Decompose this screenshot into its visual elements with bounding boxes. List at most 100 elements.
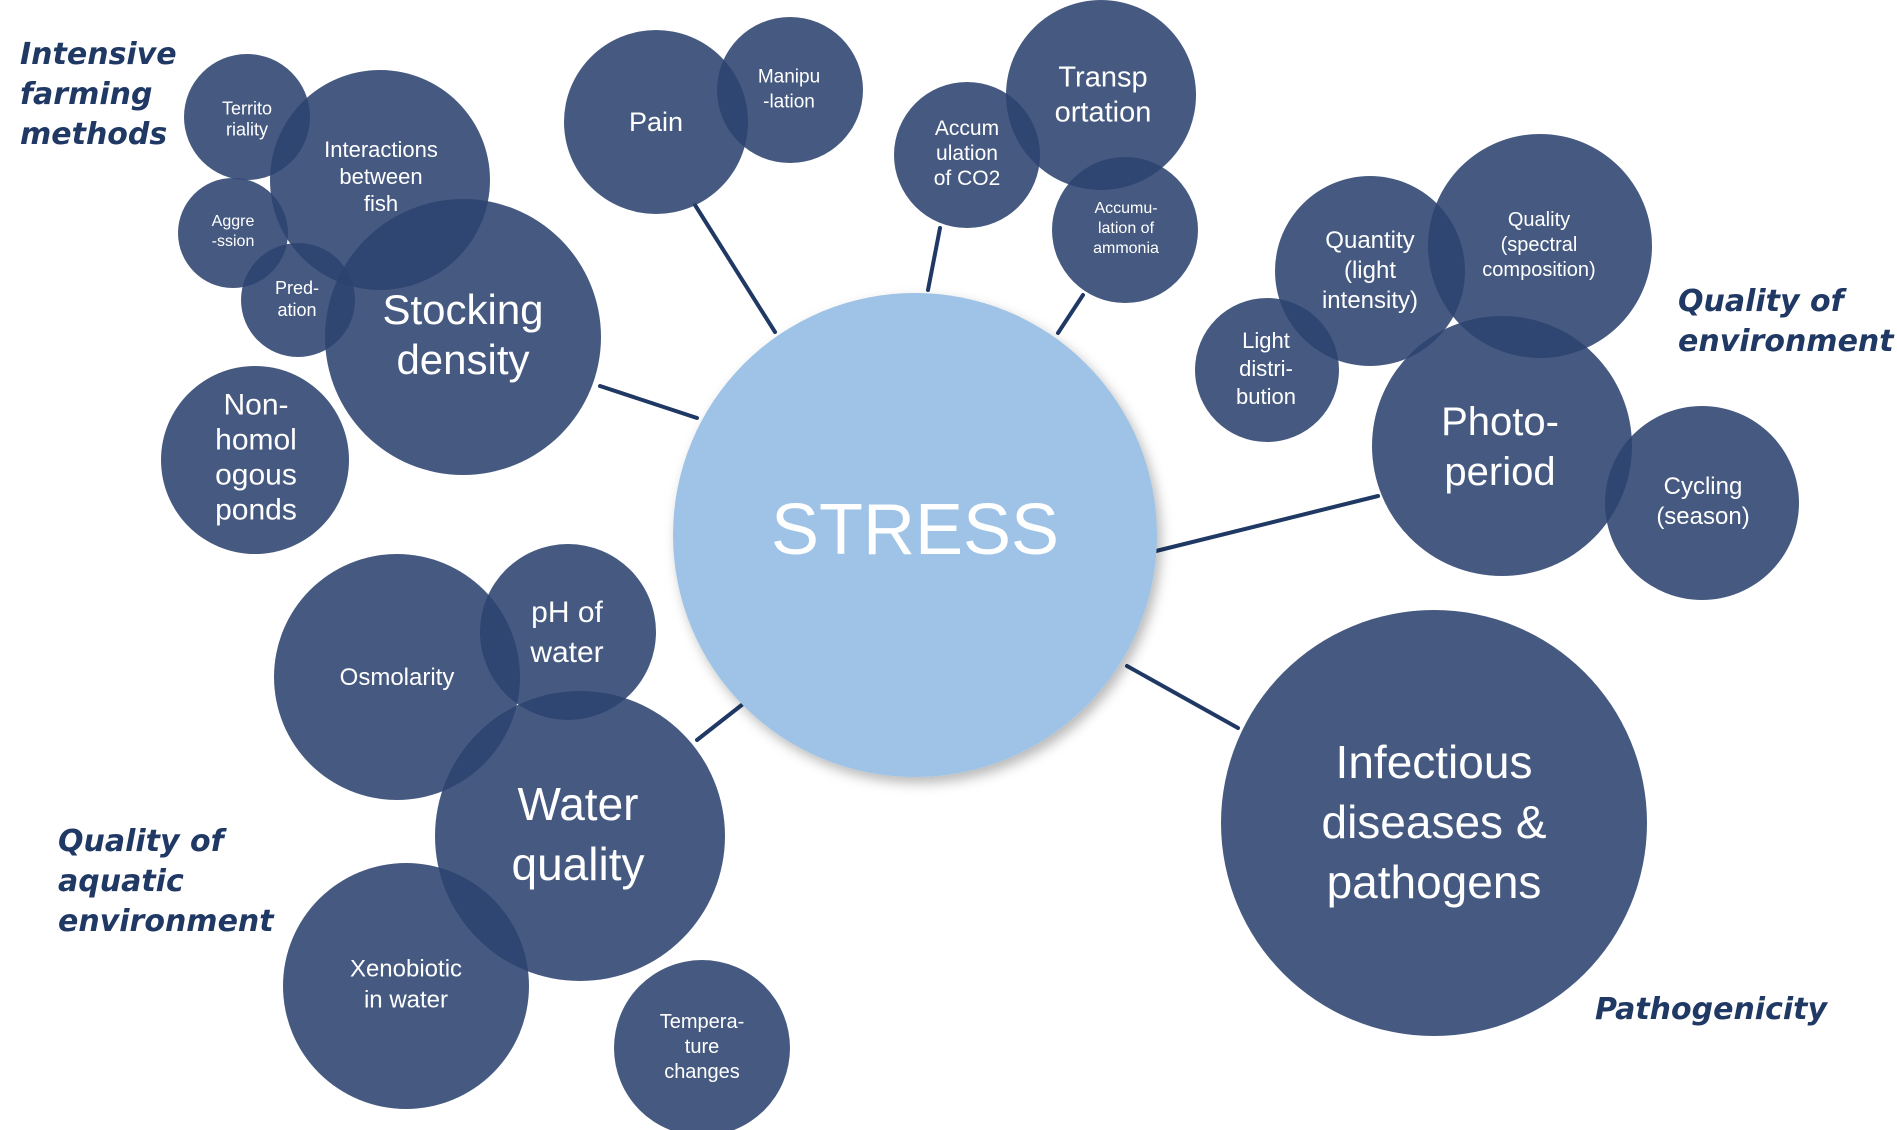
bubble-label-line: Cycling [1664, 473, 1743, 500]
connector-water-quality [695, 702, 745, 742]
bubble-label-line: Non- [223, 388, 288, 421]
bubble-label-line: quality [512, 838, 645, 890]
bubble-label-line: pH of [531, 596, 603, 629]
bubble-label-line: ponds [215, 493, 297, 526]
bubble-label-line: Water [518, 778, 639, 830]
bubble-label-line: Aggre [212, 213, 255, 230]
bubble-label-line: Territo [222, 98, 272, 118]
bubble-label-line: composition) [1482, 259, 1595, 281]
bubble-xenobiotic [283, 863, 529, 1109]
connector-stocking [598, 384, 699, 420]
bubble-label-line: ammonia [1093, 240, 1159, 257]
bubble-label-manipulation: Manipu -lation [758, 67, 820, 113]
bubble-manipulation [717, 17, 863, 163]
bubble-stocking [325, 199, 601, 475]
bubble-transportation [1006, 0, 1196, 190]
bubble-ph [480, 544, 656, 720]
bubble-label-cycling: Cycling (season) [1656, 473, 1749, 530]
bubble-label-temperature: Tempera-ture changes [660, 1011, 744, 1083]
center-stress-label: STRESS [771, 490, 1059, 570]
bubble-label-line: in water [364, 987, 448, 1014]
bubble-quality [1428, 134, 1652, 358]
bubble-label-ammonia: Accumu-lation of ammonia [1093, 200, 1159, 257]
bubble-label-line: ture [685, 1036, 719, 1058]
bubble-label-line: Tempera- [660, 1011, 744, 1033]
bubble-photoperiod [1372, 316, 1632, 576]
bubble-label-line: Infectious [1336, 736, 1533, 788]
bubble-label-line: density [396, 336, 529, 383]
bubble-label-line: -ssion [212, 233, 255, 250]
bubble-label-aggression: Aggre -ssion [212, 213, 255, 250]
bubble-label-line: distri- [1239, 356, 1293, 381]
bubble-label-line: lation of [1098, 220, 1155, 237]
bubble-label-line: between [339, 164, 422, 189]
connector-lines [598, 203, 1380, 742]
group-label-quality-of-aquatic-environment: Quality of aquatic environment [58, 824, 274, 939]
bubble-label-line: changes [664, 1061, 740, 1083]
bubble-label-line: ortation [1055, 96, 1152, 128]
bubble-temperature [614, 960, 790, 1130]
bubble-label-line: Osmolarity [340, 664, 455, 691]
bubble-label-photoperiod: Photo-period [1441, 400, 1559, 494]
connector-co2 [926, 226, 942, 292]
bubble-label-line: Interactions [324, 137, 438, 162]
bubble-label-predation: Pred-ation [275, 278, 319, 320]
connector-infectious [1125, 664, 1240, 730]
bubble-label-line: Accumu- [1094, 200, 1157, 217]
connector-photoperiod [1150, 494, 1380, 554]
bubble-label-line: Pred- [275, 278, 319, 298]
connector-pain [693, 203, 777, 334]
bubble-nonhomologous [161, 366, 349, 554]
bubble-pain [564, 30, 748, 214]
group-label-quality-of-environment: Quality of environment [1678, 284, 1894, 359]
bubble-label-line: Manipu [758, 67, 820, 88]
bubble-label-line: pathogens [1327, 856, 1542, 908]
bubble-label-line: fish [364, 191, 398, 216]
bubble-label-line: Xenobiotic [350, 956, 462, 983]
bubble-label-line: homol [215, 423, 297, 456]
bubble-label-line: Light [1242, 328, 1290, 353]
group-label-pathogenicity: Pathogenicity [1595, 992, 1828, 1027]
bubble-label-line: of CO2 [934, 167, 1001, 190]
bubble-label-line: (season) [1656, 503, 1749, 530]
bubble-label-osmolarity: Osmolarity [340, 664, 455, 691]
bubble-label-line: Accum [935, 117, 999, 140]
bubble-label-line: riality [226, 119, 268, 139]
bubble-label-line: ogous [215, 458, 297, 491]
bubble-label-line: water [529, 636, 603, 669]
connector-ammonia [1056, 293, 1085, 335]
bubble-label-xenobiotic: Xenobiotic in water [350, 956, 462, 1014]
bubble-label-line: (light [1344, 257, 1396, 284]
bubble-label-line: ation [277, 300, 316, 320]
bubble-cycling [1605, 406, 1799, 600]
bubble-co2 [894, 82, 1040, 228]
bubble-label-line: bution [1236, 384, 1296, 409]
center-stress-circle [673, 293, 1157, 777]
bubble-ammonia [1052, 157, 1198, 303]
bubble-label-line: period [1444, 450, 1555, 494]
bubble-label-ph: pH of water [529, 596, 603, 669]
bubble-label-line: Photo- [1441, 400, 1559, 444]
bubble-label-line: Stocking [382, 286, 543, 333]
bubble-label-infectious: Infectious diseases & pathogens [1321, 736, 1546, 908]
bubble-light-distribution [1195, 298, 1339, 442]
bubble-label-line: ulation [936, 142, 998, 165]
bubble-label-water-quality: Water quality [512, 778, 645, 890]
bubble-label-line: Quality [1508, 209, 1570, 231]
bubble-label-line: diseases & [1321, 796, 1546, 848]
bubble-label-line: Quantity [1325, 227, 1414, 254]
bubble-label-line: -lation [763, 92, 815, 113]
bubble-label-line: Transp [1058, 61, 1147, 93]
bubble-label-line: Pain [629, 107, 683, 137]
bubble-quantity [1275, 176, 1465, 366]
